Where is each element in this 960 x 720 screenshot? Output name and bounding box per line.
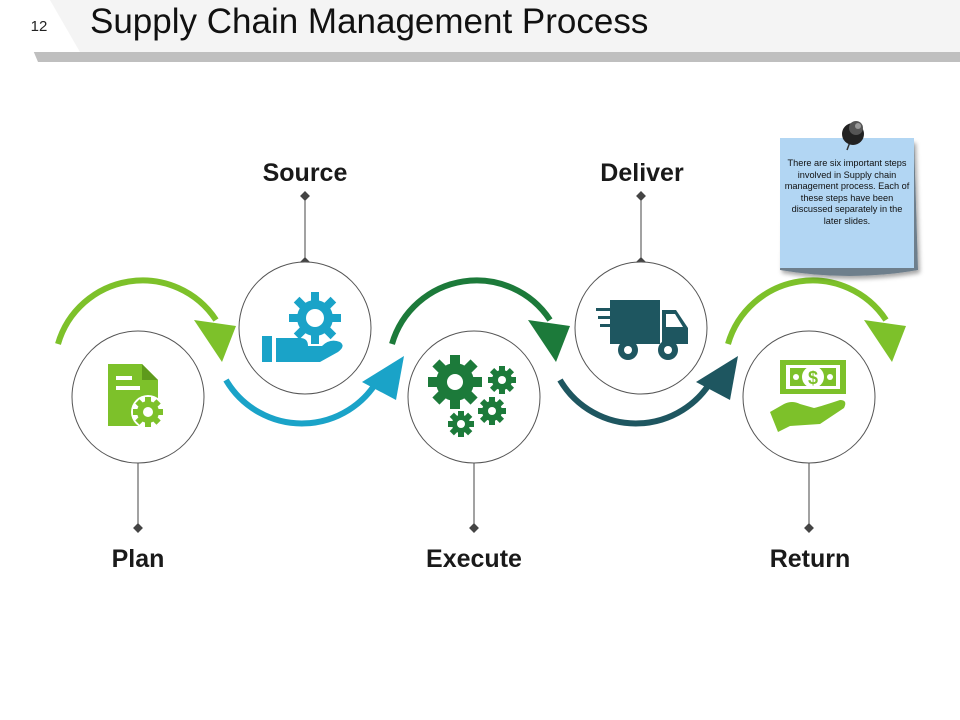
- note-paper: [780, 138, 914, 268]
- step-label-execute: Execute: [426, 545, 522, 573]
- document-gear-icon: [108, 364, 165, 429]
- step-label-return: Return: [769, 545, 851, 573]
- slide-header: 12 Supply Chain Management Process: [0, 0, 960, 64]
- step-circle-return: [742, 330, 876, 464]
- hand-gear-icon: [262, 292, 343, 362]
- step-label-plan: Plan: [111, 545, 165, 573]
- flow-arrow-plan-source: [55, 277, 236, 362]
- sticky-note: [780, 121, 918, 276]
- header-band: [0, 0, 960, 62]
- delivery-truck-icon: [596, 300, 688, 360]
- pushpin-icon: [842, 121, 864, 151]
- gears-icon: [428, 355, 516, 437]
- svg-text:$: $: [808, 368, 818, 388]
- slide-title: Supply Chain Management Process: [90, 2, 649, 41]
- note-text: There are six important steps involved i…: [784, 158, 910, 226]
- slide-number: 12: [30, 18, 48, 35]
- step-label-deliver: Deliver: [600, 159, 684, 187]
- flow-arrow-execute-deliver: [389, 277, 570, 362]
- flow-arrow-source-execute: [223, 356, 404, 427]
- step-label-source: Source: [262, 159, 348, 187]
- flow-arrow-deliver-return: [557, 356, 738, 427]
- hand-money-icon: $: [770, 360, 846, 432]
- flow-arrow-return-end: [725, 277, 906, 362]
